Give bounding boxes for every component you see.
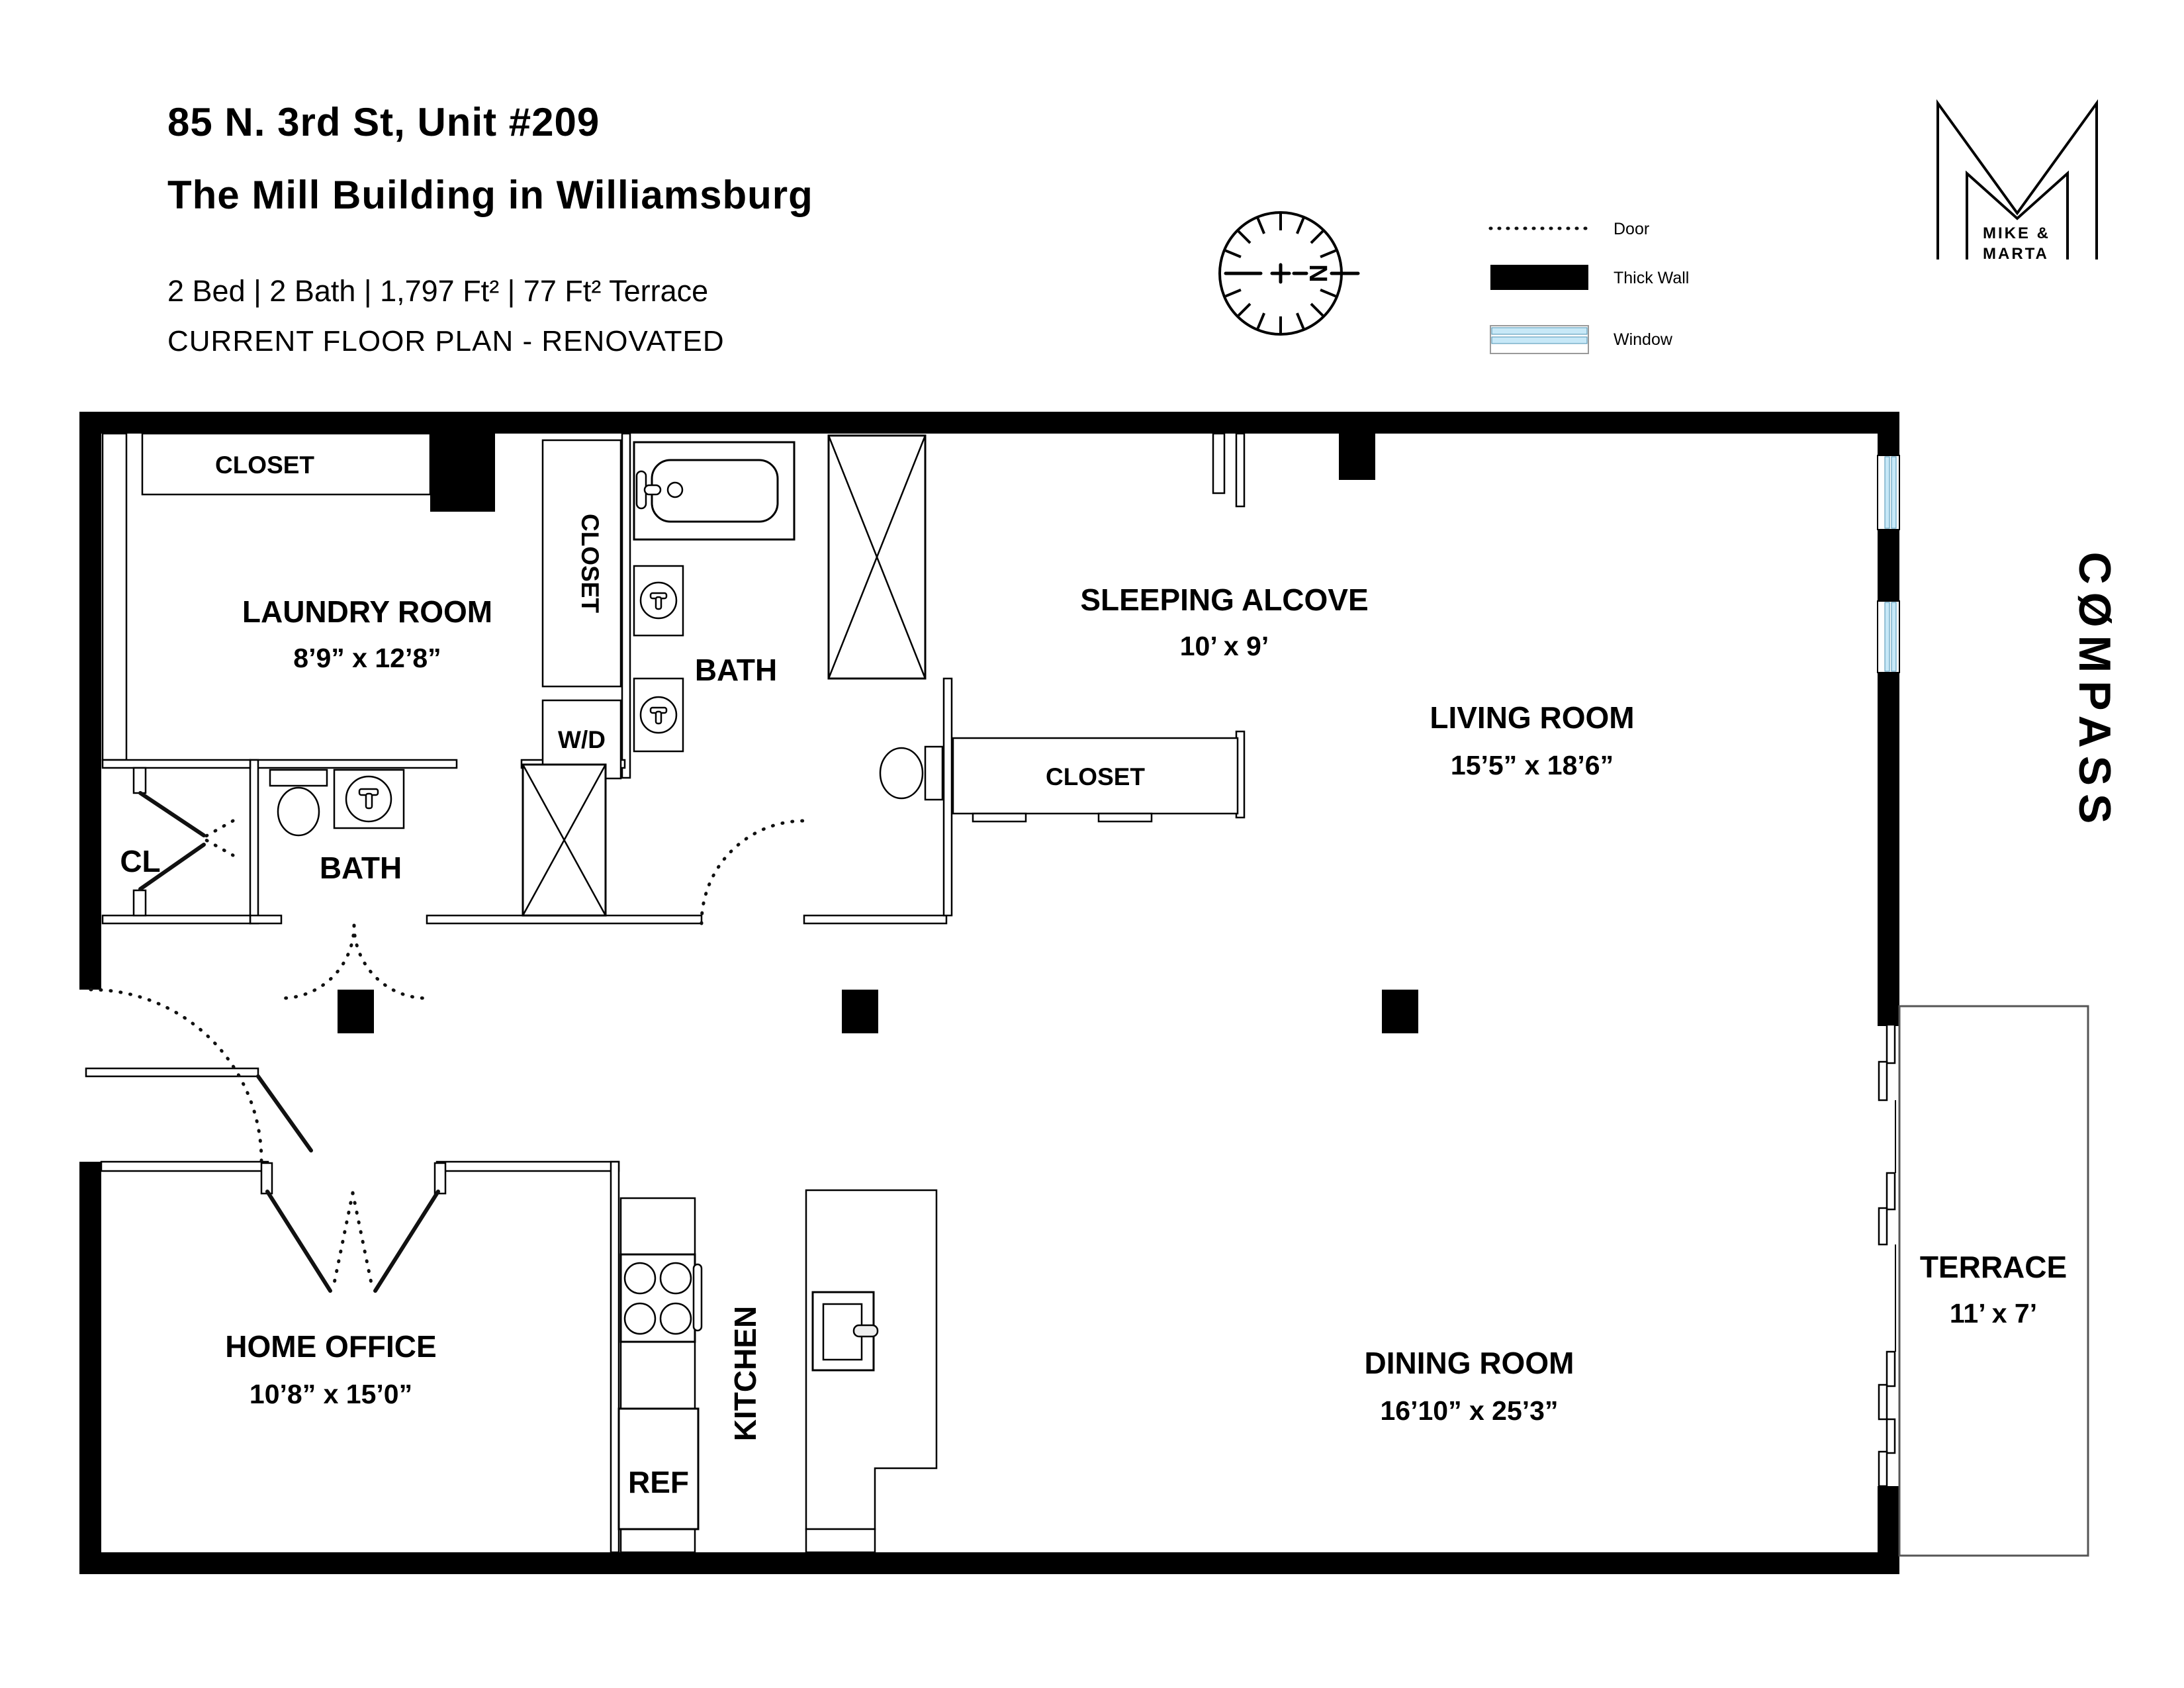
plan-type-label: CURRENT FLOOR PLAN - RENOVATED	[167, 325, 725, 357]
dining-room-dims: 16’10” x 25’3”	[1381, 1395, 1559, 1426]
wd-label: W/D	[558, 726, 606, 753]
entry-door	[89, 988, 313, 1162]
stove	[619, 1253, 703, 1343]
cl-bifold-door	[132, 767, 235, 917]
wall-notch	[430, 434, 495, 512]
listing-stats: 2 Bed | 2 Bath | 1,797 Ft² | 77 Ft² Terr…	[167, 274, 708, 308]
refrigerator: REF	[617, 1407, 700, 1530]
home-office-label: HOME OFFICE	[225, 1329, 436, 1364]
home-office-dims: 10’8” x 15’0”	[250, 1379, 412, 1409]
window-lower	[1877, 600, 1900, 673]
bath-doors	[279, 819, 806, 1000]
bathtub	[633, 441, 796, 541]
compass-brokerage-wordmark: CØMPASS	[2070, 552, 2120, 832]
living-room-label: LIVING ROOM	[1430, 700, 1634, 735]
column-right	[1382, 990, 1418, 1033]
compass-rose-icon: N	[1218, 211, 1360, 336]
terrace-label: TERRACE	[1920, 1250, 2067, 1284]
legend-thick-wall-label: Thick Wall	[1614, 269, 1689, 287]
closet-entry-label: CLOSET	[215, 451, 314, 479]
dining-room-label: DINING ROOM	[1365, 1346, 1574, 1380]
bath-second-label: BATH	[320, 851, 402, 885]
compass-north-letter: N	[1304, 264, 1332, 282]
closet-alcove-label: CLOSET	[1046, 763, 1145, 790]
legend-window-swatch	[1490, 325, 1589, 354]
column-top	[1339, 434, 1375, 480]
sliding-doors	[1878, 1023, 1896, 1487]
closet-laundry-label: CLOSET	[576, 514, 604, 613]
legend: Door Thick Wall Window	[1488, 220, 1689, 354]
kitchen-label: KITCHEN	[728, 1306, 762, 1441]
shower-xbox	[522, 763, 607, 917]
page-title-line2: The Mill Building in Williamsburg	[167, 173, 813, 217]
page-title-line1: 85 N. 3rd St, Unit #209	[167, 100, 600, 144]
logo-agents-line1: MIKE &	[1983, 224, 2050, 242]
room-labels: LAUNDRY ROOM 8’9” x 12’8” SLEEPING ALCOV…	[225, 583, 2067, 1426]
sleeping-alcove-dims: 10’ x 9’	[1180, 631, 1269, 661]
home-office-french-doors	[260, 1162, 447, 1293]
laundry-dims: 8’9” x 12’8”	[293, 643, 441, 673]
closet-alcove-box: CLOSET	[952, 737, 1239, 823]
header: 85 N. 3rd St, Unit #209 The Mill Buildin…	[167, 100, 813, 357]
logo-outer-m-icon	[1936, 99, 2098, 259]
ref-label: REF	[628, 1465, 689, 1499]
closet-laundry-box: CLOSET	[541, 439, 622, 688]
legend-window-label: Window	[1614, 330, 1673, 349]
thick-walls	[79, 412, 1899, 1574]
mike-marta-logo: MIKE & MARTA	[1936, 99, 2098, 263]
bath-main-label: BATH	[695, 653, 777, 687]
window-upper	[1877, 455, 1900, 530]
vanity-double-sink	[633, 565, 684, 753]
column-center	[842, 990, 878, 1033]
logo-inner-m-icon	[1966, 170, 2069, 259]
terrace-outline	[1898, 1005, 2089, 1557]
laundry-label: LAUNDRY ROOM	[242, 594, 492, 629]
living-room-dims: 15’5” x 18’6”	[1451, 750, 1614, 780]
cl-label: CL	[120, 844, 160, 878]
column-left	[338, 990, 374, 1033]
sink-second-bath	[333, 769, 405, 829]
legend-door-label: Door	[1614, 220, 1649, 238]
logo-agents-line2: MARTA	[1983, 245, 2049, 263]
kitchen-island	[805, 1189, 938, 1554]
wardrobe-xbox	[827, 434, 927, 680]
sleeping-alcove-label: SLEEPING ALCOVE	[1080, 583, 1368, 617]
legend-thick-wall-swatch	[1490, 265, 1588, 290]
terrace-dims: 11’ x 7’	[1950, 1298, 2037, 1329]
toilet-second-bath	[269, 769, 328, 837]
interior-walls	[85, 432, 1246, 1554]
toilet-main-bath	[879, 745, 944, 801]
closet-entry-box: CLOSET	[141, 432, 432, 496]
